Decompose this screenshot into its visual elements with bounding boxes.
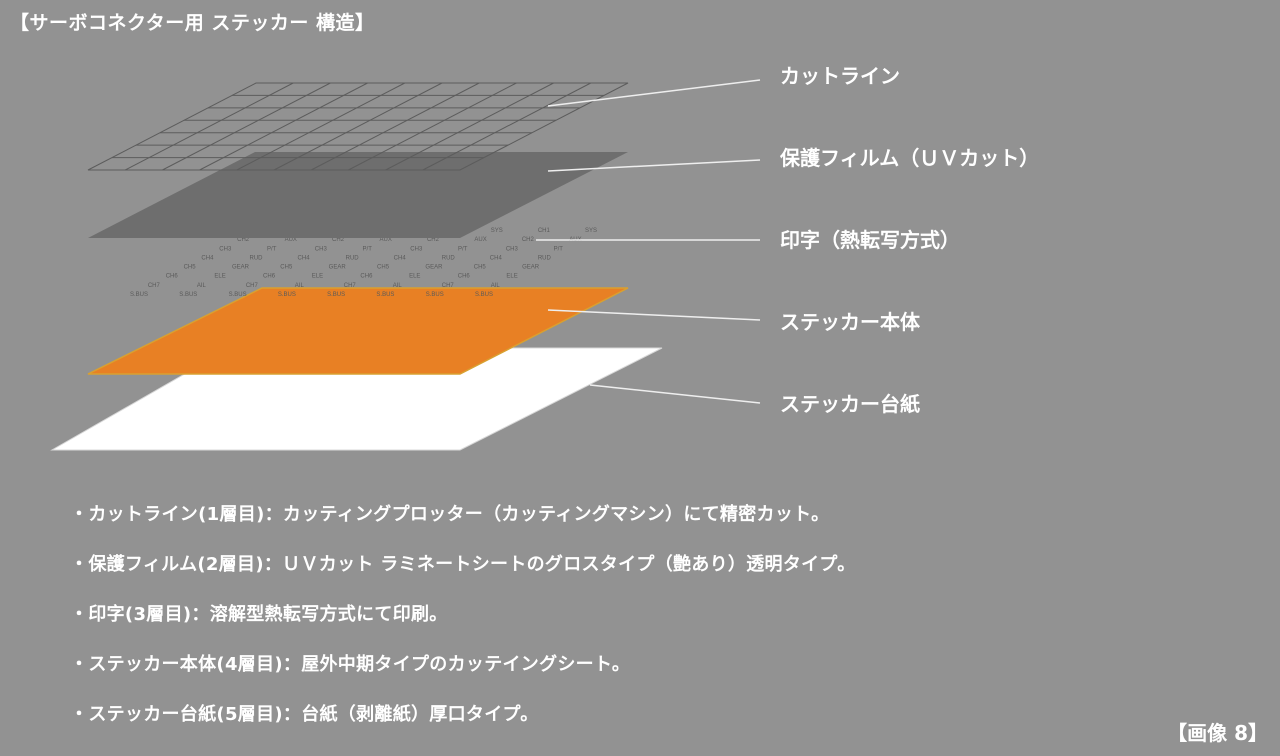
print-label: GEAR (425, 265, 443, 271)
print-label: AIL (491, 283, 501, 289)
print-label: GEAR (232, 265, 250, 271)
label-print: 印字（熱転写方式） (780, 228, 960, 252)
print-label: CH6 (360, 274, 373, 280)
print-label: S.BUS (376, 292, 394, 298)
print-label: S.BUS (179, 292, 197, 298)
layer-structure-diagram: CH1SYSCH1SYSCH1SYSCH1SYSCH2AUXCH2AUXCH2A… (50, 64, 1039, 451)
print-label: S.BUS (278, 292, 296, 298)
cut-grid-line (348, 82, 517, 171)
print-label: CH5 (377, 265, 390, 271)
print-label: S.BUS (327, 292, 345, 298)
print-text-layer: CH1SYSCH1SYSCH1SYSCH1SYSCH2AUXCH2AUXCH2A… (130, 228, 597, 298)
layer-notes-list: カットライン(1層目)：カッティングプロッター（カッティングマシン）にて精密カッ… (70, 500, 856, 750)
print-label: AIL (295, 283, 305, 289)
print-label: CH7 (246, 283, 259, 289)
print-label: CH2 (332, 237, 345, 243)
leader-line-cut (547, 79, 761, 107)
print-label: RUD (346, 255, 360, 261)
label-backing-paper: ステッカー台紙 (780, 392, 920, 416)
cut-grid-line (385, 82, 554, 171)
print-label: CH7 (344, 283, 357, 289)
print-label: CH2 (427, 237, 440, 243)
print-label: SYS (585, 228, 597, 234)
print-label: CH6 (263, 274, 276, 280)
print-label: CH5 (184, 265, 197, 271)
cut-grid-line (236, 82, 406, 171)
print-label: CH3 (506, 246, 519, 252)
print-label: S.BUS (475, 292, 493, 298)
image-number-badge: 【画像 8】 (1167, 721, 1268, 745)
print-label: CH3 (219, 246, 232, 252)
print-label: CH4 (201, 255, 214, 261)
print-label: CH4 (490, 255, 503, 261)
note-layer-3: 印字(3層目)：溶解型熱転写方式にて印刷。 (70, 600, 856, 650)
note-layer-4: ステッカー本体(4層目)：屋外中期タイプのカッテイングシート。 (70, 650, 856, 700)
print-label: RUD (538, 255, 552, 261)
cut-grid-line (273, 82, 443, 171)
print-label: CH5 (474, 265, 487, 271)
print-label: CH1 (538, 228, 551, 234)
print-label: AUX (285, 237, 297, 243)
label-cut-line: カットライン (780, 64, 900, 88)
print-label: CH7 (148, 283, 161, 289)
print-label: CH3 (315, 246, 328, 252)
print-label: P/T (554, 246, 564, 252)
cut-grid-line (162, 82, 331, 171)
cut-line-layer (87, 82, 629, 171)
print-label: AIL (393, 283, 403, 289)
print-label: GEAR (329, 265, 347, 271)
print-label: AUX (379, 237, 391, 243)
note-layer-5: ステッカー台紙(5層目)：台紙（剥離紙）厚口タイプ。 (70, 700, 856, 750)
print-label: P/T (458, 246, 468, 252)
print-label: CH3 (410, 246, 423, 252)
note-layer-1: カットライン(1層目)：カッティングプロッター（カッティングマシン）にて精密カッ… (70, 500, 856, 550)
print-label: RUD (442, 255, 456, 261)
print-label: CH6 (166, 274, 179, 280)
print-label: ELE (214, 274, 225, 280)
print-label: S.BUS (426, 292, 444, 298)
print-label: CH4 (394, 255, 407, 261)
leader-line-backing (589, 384, 761, 404)
label-protective-film: 保護フィルム（ＵＶカット） (779, 146, 1039, 170)
print-label: CH4 (298, 255, 311, 261)
cut-grid-line (199, 82, 368, 171)
sticker-body-layer (87, 287, 629, 375)
note-layer-2: 保護フィルム(2層目)：ＵＶカット ラミネートシートのグロスタイプ（艶あり）透明… (70, 550, 856, 600)
print-label: CH5 (280, 265, 293, 271)
cut-grid-line (310, 82, 480, 171)
page-title: 【サーボコネクター用 ステッカー 構造】 (10, 12, 375, 34)
cut-grid-line (422, 82, 592, 171)
label-sticker-body: ステッカー本体 (780, 310, 921, 334)
print-label: RUD (249, 255, 263, 261)
print-label: ELE (506, 274, 517, 280)
print-label: S.BUS (130, 292, 148, 298)
print-label: CH7 (442, 283, 455, 289)
protective-film-layer (88, 152, 628, 238)
leader-line-body (547, 309, 761, 321)
print-label: S.BUS (229, 292, 247, 298)
print-label: AIL (197, 283, 207, 289)
print-label: ELE (312, 274, 323, 280)
print-label: P/T (363, 246, 373, 252)
print-label: GEAR (522, 265, 540, 271)
cut-grid-line (124, 82, 294, 171)
print-label: CH2 (522, 237, 535, 243)
print-label: P/T (267, 246, 277, 252)
print-label: ELE (409, 274, 420, 280)
print-label: CH2 (237, 237, 250, 243)
print-label: CH6 (458, 274, 471, 280)
leader-line-film (547, 159, 761, 172)
print-label: AUX (474, 237, 486, 243)
print-label: SYS (491, 228, 503, 234)
